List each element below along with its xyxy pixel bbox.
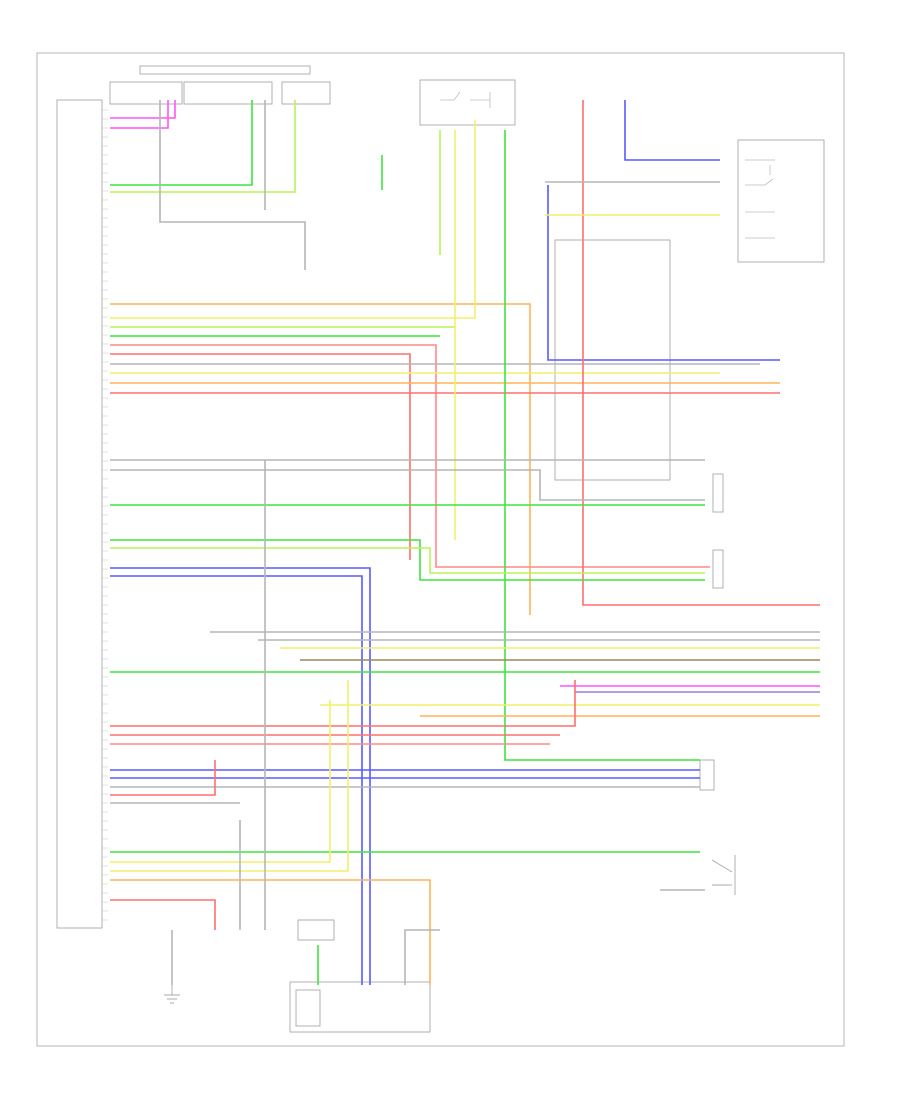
relay-contact [440, 91, 491, 108]
memory-switch [699, 759, 715, 791]
wire-gray-lower [404, 929, 440, 985]
upper-right-switch-contacts [745, 159, 775, 239]
fuse-box-2 [183, 81, 273, 105]
control-switch-connector [297, 919, 335, 941]
wire-lime-low [110, 547, 705, 574]
junction-block [139, 65, 311, 75]
ecu-pin-strip [102, 109, 108, 921]
wire-red-vertical [582, 100, 820, 606]
wire-yellow-main [110, 120, 476, 319]
wire-pink-main [110, 344, 710, 568]
wire-yellow-lower [110, 700, 331, 863]
wire-red-short [110, 760, 216, 796]
wire-harness [110, 100, 820, 985]
wire-magenta-1 [110, 100, 176, 119]
wire-green-top-1 [110, 100, 253, 186]
wire-green-low [110, 539, 705, 581]
ecu-connector [56, 99, 103, 929]
wire-yellow-lower-2 [110, 680, 349, 872]
right-sensor [712, 473, 724, 513]
fuse-box-1 [109, 81, 183, 105]
wire-magenta-2 [110, 100, 169, 129]
wire-red-lower [110, 899, 216, 930]
wire-blue-2 [110, 575, 363, 985]
wire-green-relay-2 [504, 130, 700, 761]
upper-right-switch [737, 139, 825, 263]
wire-blue-top [624, 100, 720, 161]
wire-green-top-2 [110, 100, 296, 193]
diagram-frame [36, 52, 845, 1047]
control-switch [289, 981, 431, 1033]
control-switch-motor [295, 989, 321, 1027]
wire-red-main [110, 353, 411, 560]
control-switch-lower [711, 855, 736, 895]
relay-block [419, 79, 516, 126]
wire-blue-1 [110, 567, 371, 985]
fuse-box-3 [281, 81, 331, 105]
left-sensor [712, 549, 724, 589]
wire-gray-top [159, 100, 306, 270]
wire-gray-sensor-2 [110, 469, 705, 501]
ground-symbol [164, 985, 180, 1004]
wire-orange-main [110, 303, 531, 615]
wire-orange-lower [110, 879, 431, 985]
wire-blue-right [547, 185, 780, 361]
